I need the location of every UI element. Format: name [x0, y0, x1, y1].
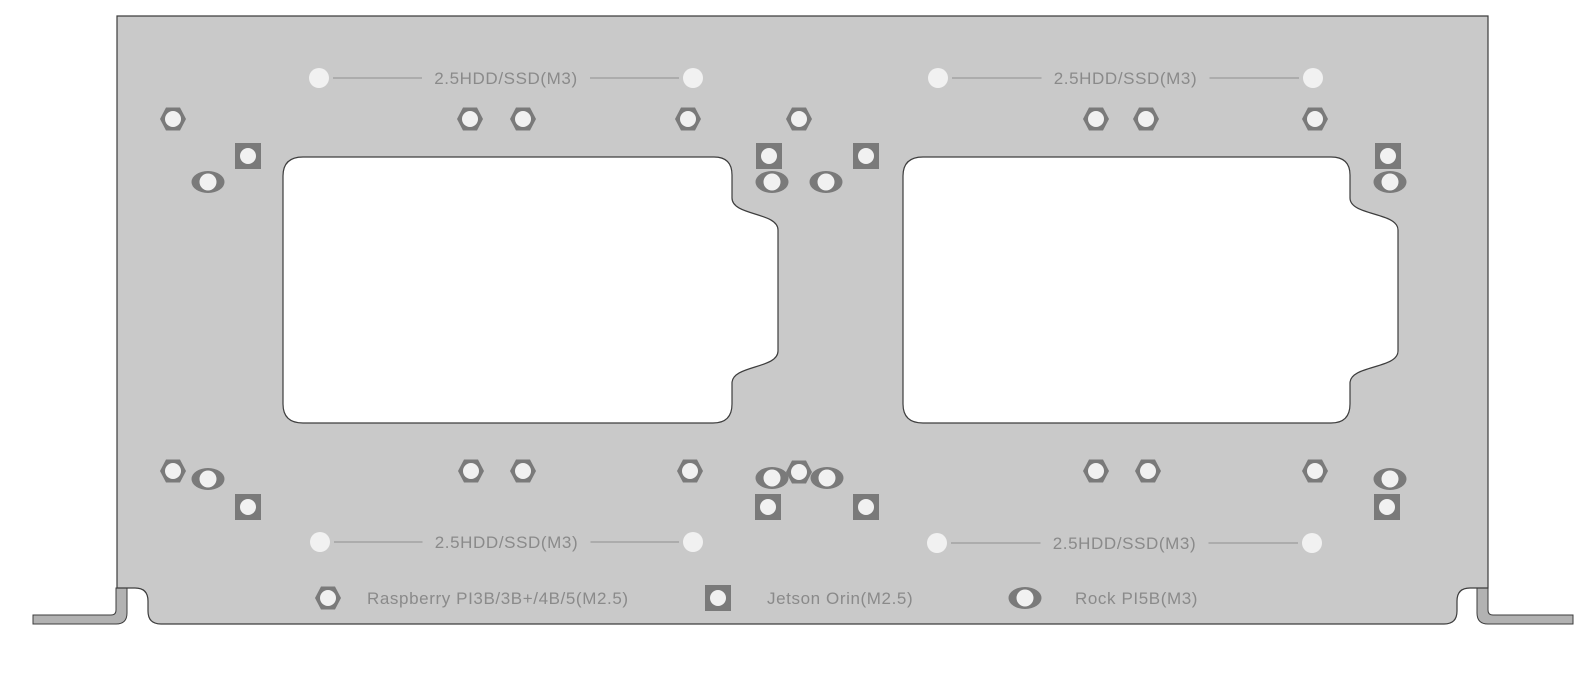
- rock-pi5b-hole-marker: [755, 171, 789, 193]
- raspberry-pi-hole-marker: [675, 107, 701, 131]
- raspberry-pi-hole-marker: [677, 459, 703, 483]
- hdd-ssd-hole: [1303, 68, 1323, 88]
- raspberry-pi-hole-marker: [510, 107, 536, 131]
- legend-label: Raspberry PI3B/3B+/4B/5(M2.5): [367, 589, 629, 608]
- hdd-ssd-hole: [1302, 533, 1322, 553]
- legend-label: Jetson Orin(M2.5): [767, 589, 913, 608]
- raspberry-pi-hole-marker: [786, 107, 812, 131]
- legend-layer: Raspberry PI3B/3B+/4B/5(M2.5) Jetson Orin…: [315, 585, 1198, 611]
- hdd-ssd-hole: [309, 68, 329, 88]
- legend-item-raspberry-pi: Raspberry PI3B/3B+/4B/5(M2.5): [315, 586, 629, 610]
- hdd-callout: 2.5HDD/SSD(M3): [309, 68, 703, 88]
- hdd-callout-label: 2.5HDD/SSD(M3): [435, 533, 578, 552]
- jetson-orin-hole-marker: [755, 494, 781, 520]
- raspberry-pi-hole-marker: [1302, 459, 1328, 483]
- hdd-ssd-hole: [683, 68, 703, 88]
- hdd-callout: 2.5HDD/SSD(M3): [928, 68, 1323, 88]
- jetson-orin-hole-marker: [235, 494, 261, 520]
- raspberry-pi-hole-marker: [160, 107, 186, 131]
- raspberry-pi-hole-marker: [786, 460, 812, 484]
- hdd-ssd-hole: [683, 532, 703, 552]
- jetson-orin-hole-marker: [235, 143, 261, 169]
- rock-pi5b-hole-marker: [755, 467, 789, 489]
- jetson-orin-hole-marker: [853, 494, 879, 520]
- hdd-ssd-hole: [928, 68, 948, 88]
- right-foot-flange: [1476, 587, 1574, 625]
- jetson-orin-hole-marker: [1374, 494, 1400, 520]
- raspberry-pi-hole-marker: [160, 459, 186, 483]
- raspberry-pi-hole-marker: [510, 459, 536, 483]
- hdd-callout-label: 2.5HDD/SSD(M3): [434, 69, 577, 88]
- hdd-callout: 2.5HDD/SSD(M3): [310, 532, 703, 552]
- raspberry-pi-legend-icon: [315, 586, 341, 610]
- hole-markers-layer: [160, 107, 1407, 520]
- legend-item-jetson-orin: Jetson Orin(M2.5): [705, 585, 913, 611]
- raspberry-pi-hole-marker: [1302, 107, 1328, 131]
- raspberry-pi-hole-marker: [1083, 107, 1109, 131]
- raspberry-pi-hole-marker: [1133, 107, 1159, 131]
- left-foot-flange: [32, 587, 128, 625]
- hdd-callout-label: 2.5HDD/SSD(M3): [1053, 534, 1196, 553]
- raspberry-pi-hole-marker: [458, 459, 484, 483]
- jetson-orin-legend-icon: [705, 585, 731, 611]
- raspberry-pi-hole-marker: [1135, 459, 1161, 483]
- rock-pi5b-hole-marker: [191, 171, 225, 193]
- legend-item-rock-pi5b: Rock PI5B(M3): [1008, 587, 1198, 609]
- hdd-ssd-hole: [310, 532, 330, 552]
- rock-pi5b-hole-marker: [1373, 468, 1407, 490]
- hdd-callout: 2.5HDD/SSD(M3): [927, 533, 1322, 553]
- rock-pi5b-hole-marker: [1373, 171, 1407, 193]
- legend-label: Rock PI5B(M3): [1075, 589, 1198, 608]
- raspberry-pi-hole-marker: [457, 107, 483, 131]
- rock-pi5b-hole-marker: [191, 468, 225, 490]
- hdd-callouts-layer: 2.5HDD/SSD(M3) 2.5HDD/SSD(M3) 2.5HDD/SSD(M…: [309, 68, 1323, 553]
- rock-pi5b-legend-icon: [1008, 587, 1042, 609]
- raspberry-pi-hole-marker: [1083, 459, 1109, 483]
- hdd-callout-label: 2.5HDD/SSD(M3): [1054, 69, 1197, 88]
- jetson-orin-hole-marker: [756, 143, 782, 169]
- hdd-ssd-hole: [927, 533, 947, 553]
- jetson-orin-hole-marker: [853, 143, 879, 169]
- rock-pi5b-hole-marker: [809, 171, 843, 193]
- rock-pi5b-hole-marker: [810, 467, 844, 489]
- jetson-orin-hole-marker: [1375, 143, 1401, 169]
